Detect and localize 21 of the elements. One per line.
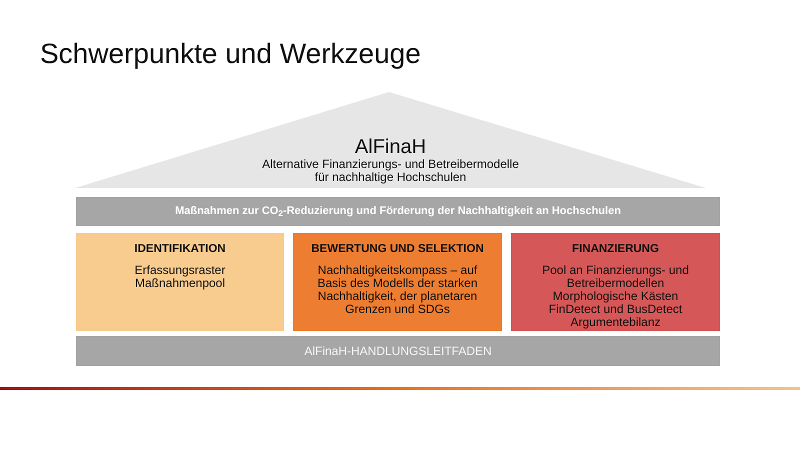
- roof-shape: [75, 92, 706, 188]
- slide-title: Schwerpunkte und Werkzeuge: [40, 38, 421, 70]
- column-item: Maßnahmenpool: [134, 277, 226, 290]
- column-item: Argumentebilanz: [570, 316, 661, 329]
- pillar-box: [76, 233, 284, 331]
- column-heading: BEWERTUNG UND SELEKTION: [311, 242, 484, 256]
- pillar-box: [293, 233, 502, 331]
- roof-title: AlFinaH: [354, 136, 426, 158]
- column-heading: FINANZIERUNG: [572, 242, 659, 256]
- column-item: Pool an Finanzierungs- und Betreibermodellen: [541, 264, 690, 290]
- column-item: Erfassungsraster: [134, 264, 226, 277]
- measures-band: [76, 197, 720, 226]
- foundation-band: [76, 336, 720, 366]
- column-heading: IDENTIFIKATION: [134, 242, 226, 256]
- pillar-box: [511, 233, 720, 331]
- band-text: AlFinaH-HANDLUNGSLEITFADEN: [304, 343, 492, 360]
- band-text: Maßnahmen zur CO$_{2}$-Reduzierung und Förderung der Nachhaltigkeit an Hochschulen: [175, 204, 621, 220]
- column-item: FinDetect und BusDetect: [548, 303, 682, 316]
- column-item: Nachhaltigkeitskompass – auf Basis des Modells der starken Nachhaltigkeit, der planetaren Grenzen und SDGs: [316, 264, 479, 316]
- roof-subtitle: Alternative Finanzierungs- und Betreibermodelle für nachhaltige Hochschulen: [261, 158, 520, 184]
- column-item: Morphologische Kästen: [552, 290, 678, 303]
